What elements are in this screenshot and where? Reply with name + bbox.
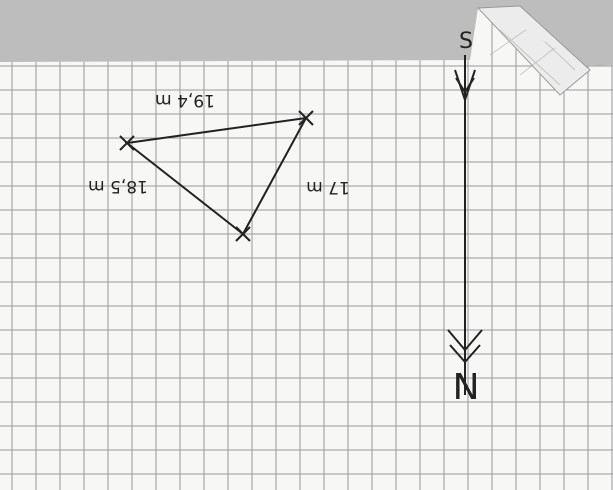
compass-letter-s: S	[459, 29, 473, 54]
compass-letter-n: N	[453, 364, 480, 405]
arrow-tail-icon	[447, 329, 483, 352]
north-arrow	[447, 55, 483, 395]
folded-corner	[476, 5, 591, 96]
side-label-top: 19,4 m	[155, 90, 215, 110]
vertex-mark-right	[298, 110, 314, 126]
side-label-right: 17 m	[306, 177, 350, 197]
side-label-left: 18,5 m	[88, 176, 148, 196]
vertex-mark-left	[119, 135, 135, 151]
triangle-outline	[124, 116, 308, 236]
triangle-sketch: 19,4 m 18,5 m 17 m	[88, 90, 350, 242]
vertex-mark-bottom	[235, 226, 251, 242]
